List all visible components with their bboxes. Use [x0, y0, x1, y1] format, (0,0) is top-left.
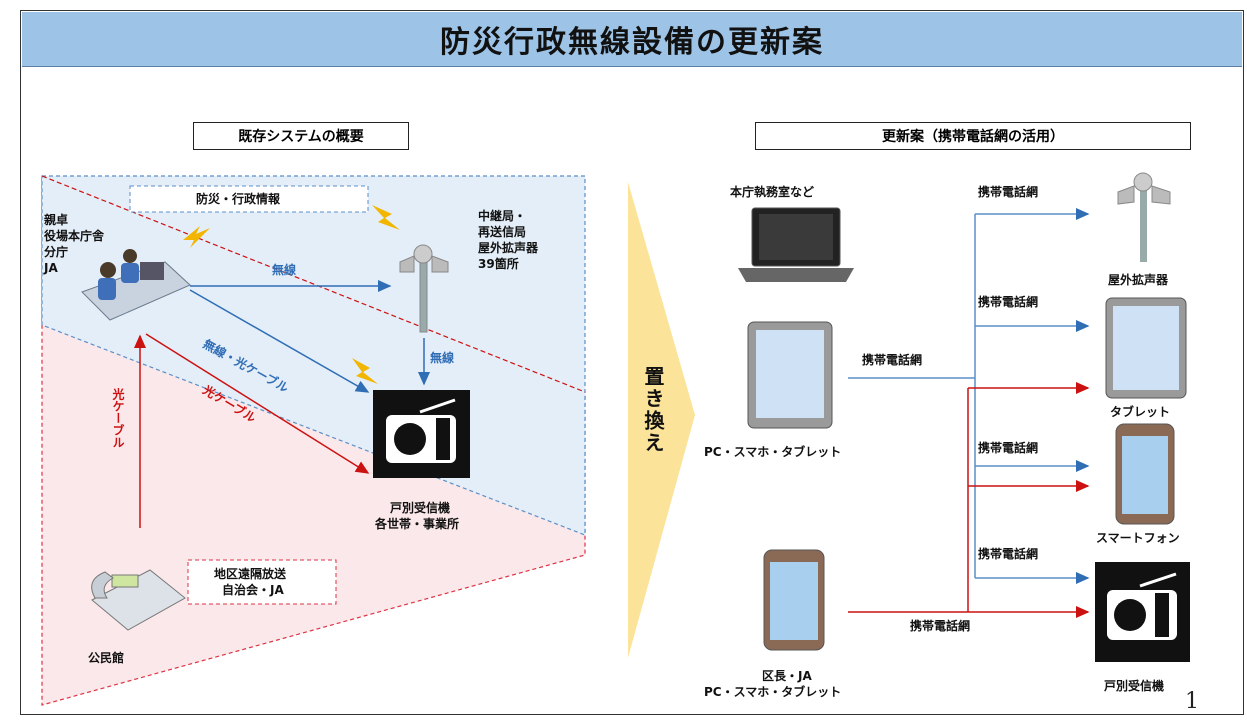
smartphone-icon	[763, 549, 825, 651]
left-heading: 既存システムの概要	[193, 122, 409, 150]
page-number: 1	[1185, 689, 1199, 714]
network-label-3: 携帯電話網	[862, 353, 923, 367]
optical-cable-vertical-label: 光ケーブル	[111, 388, 125, 448]
phone-label-2: PC・スマホ・タブレット	[704, 685, 842, 699]
relay-label-4: 39箇所	[478, 257, 519, 271]
tablet-icon	[747, 321, 833, 429]
replace-arrow	[628, 182, 695, 658]
control-desk-icon	[81, 249, 191, 321]
office-label-4: JA	[44, 261, 58, 275]
page-title: 防災行政無線設備の更新案	[22, 12, 1242, 67]
receiver-label-2: 各世帯・事業所	[375, 517, 460, 531]
replace-arrow-label: 置き換え	[641, 366, 665, 454]
district-label-2: 自治会・JA	[222, 583, 284, 597]
office-label-3: 分庁	[44, 245, 69, 259]
relay-label-3: 屋外拡声器	[478, 241, 539, 255]
radio-receiver-icon	[1095, 562, 1190, 662]
telephone-icon	[91, 569, 186, 631]
right-heading: 更新案（携帯電話網の活用）	[755, 122, 1191, 150]
office-label-2: 役場本庁舎	[44, 229, 105, 243]
district-label-1: 地区遠隔放送	[214, 567, 287, 581]
info-box-label: 防災・行政情報	[196, 192, 281, 206]
network-label-4: 携帯電話網	[978, 441, 1039, 455]
network-label-5: 携帯電話網	[978, 547, 1039, 561]
network-label-1: 携帯電話網	[978, 185, 1039, 199]
network-label-2: 携帯電話網	[978, 295, 1039, 309]
outdoor-speaker-icon	[1117, 172, 1171, 262]
laptop-icon	[738, 207, 854, 282]
receiver-label-1: 戸別受信機	[390, 501, 451, 515]
tablet-icon	[1105, 297, 1187, 399]
relay-label-2: 再送信局	[478, 225, 527, 239]
out-tablet-label: タブレット	[1110, 405, 1171, 419]
lightning-icon	[183, 205, 400, 384]
outdoor-speaker-icon	[399, 244, 449, 333]
wireless-down-label: 無線	[430, 351, 455, 365]
smartphone-icon	[1115, 423, 1175, 525]
wireless-label-top: 無線	[272, 263, 297, 277]
out-receiver-label: 戸別受信機	[1104, 679, 1165, 693]
out-speaker-label: 屋外拡声器	[1108, 273, 1169, 287]
radio-receiver-icon	[373, 390, 470, 478]
pc-label: 本庁執務室など	[730, 185, 815, 199]
tablet-label: PC・スマホ・タブレット	[704, 445, 842, 459]
out-phone-label: スマートフォン	[1096, 531, 1180, 545]
relay-label-1: 中継局・	[478, 209, 527, 223]
community-hall-label: 公民館	[88, 651, 125, 665]
phone-label-1: 区長・JA	[762, 669, 812, 683]
slide-frame	[20, 10, 1244, 715]
network-label-6: 携帯電話網	[910, 619, 971, 633]
office-label-1: 親卓	[44, 213, 69, 227]
